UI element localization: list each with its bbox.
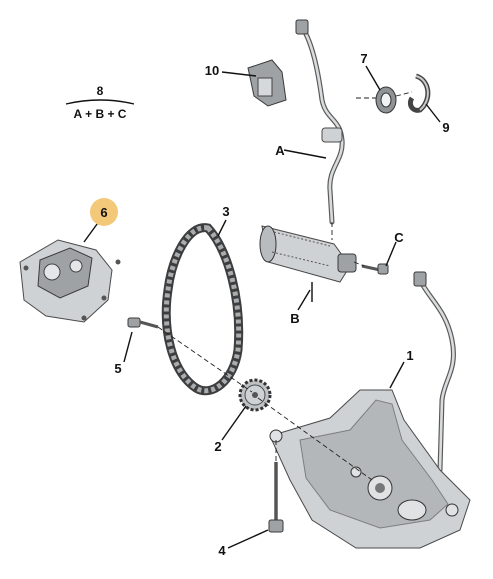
callout-10[interactable]: 10	[205, 63, 219, 78]
kit-formula: 8 A + B + C	[65, 84, 135, 121]
callout-6[interactable]: 6	[100, 205, 107, 220]
part-6-housing[interactable]	[19, 239, 121, 323]
kit-number: 8	[97, 84, 104, 98]
assembly-axes	[157, 91, 413, 481]
part-10-sensor[interactable]	[247, 59, 287, 107]
part-7-seal[interactable]	[375, 86, 397, 114]
callout-3[interactable]: 3	[222, 204, 229, 219]
part-2-sprocket[interactable]	[238, 378, 272, 412]
callout-c[interactable]: C	[394, 230, 404, 245]
callout-labels: 10 7 9 A C B 3 6 5 2 1 4	[100, 51, 449, 558]
part-9-clip[interactable]	[407, 73, 431, 113]
callout-7[interactable]: 7	[360, 51, 367, 66]
part-c-bolt[interactable]	[361, 263, 389, 275]
part-1-oil-pump[interactable]	[269, 271, 471, 549]
part-4-bolt[interactable]	[268, 462, 284, 533]
part-a-oil-pipe[interactable]	[295, 19, 345, 225]
part-5-bolt[interactable]	[127, 317, 159, 329]
callout-6-highlight	[90, 198, 118, 226]
callout-9[interactable]: 9	[442, 120, 449, 135]
callout-1[interactable]: 1	[406, 348, 413, 363]
leader-lines	[83, 65, 441, 549]
part-3-chain[interactable]	[161, 223, 244, 396]
callout-4[interactable]: 4	[218, 543, 226, 558]
callout-2[interactable]: 2	[214, 439, 221, 454]
callout-5[interactable]: 5	[114, 361, 121, 376]
formula-brace	[65, 99, 135, 105]
callout-a[interactable]: A	[275, 143, 285, 158]
part-b-solenoid[interactable]	[259, 225, 357, 302]
kit-expression: A + B + C	[74, 107, 127, 121]
callout-b[interactable]: B	[290, 311, 299, 326]
